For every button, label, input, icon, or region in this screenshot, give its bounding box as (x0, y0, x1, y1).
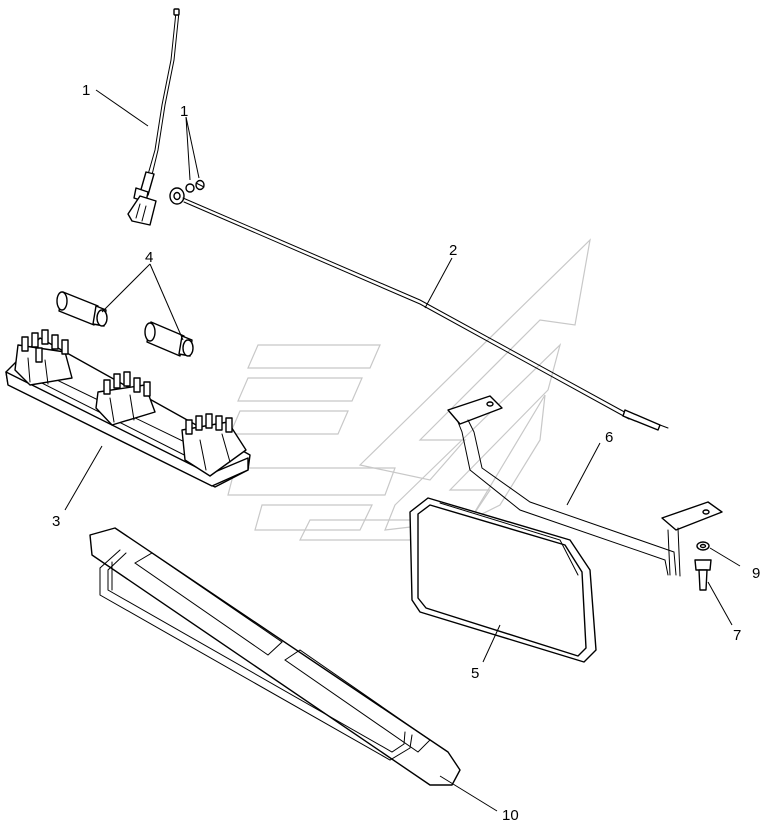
callout-step-grab-handle: 10 (502, 807, 519, 824)
mirror (409, 497, 597, 663)
bulbs (56, 291, 194, 357)
cable (182, 197, 669, 431)
step-grab-handle (89, 527, 461, 786)
callout-antenna: 1 (82, 82, 90, 99)
mirror-bracket (447, 395, 723, 577)
callout-bolt: 7 (733, 627, 741, 644)
callout-antenna-hardware: 1 (180, 103, 188, 120)
callout-bulbs: 4 (145, 249, 153, 266)
callout-mirror-bracket: 6 (605, 429, 613, 446)
callout-lamp-housing: 3 (52, 513, 60, 530)
logo-watermark (227, 238, 591, 541)
antenna (127, 8, 180, 226)
callout-washer: 9 (752, 565, 760, 582)
bolt (694, 559, 712, 591)
leader-lines (64, 89, 741, 812)
callout-mirror: 5 (471, 665, 479, 682)
antenna-hardware (169, 179, 205, 205)
lamp-housing (5, 329, 251, 488)
washer (696, 541, 710, 551)
callout-cable: 2 (449, 242, 457, 259)
